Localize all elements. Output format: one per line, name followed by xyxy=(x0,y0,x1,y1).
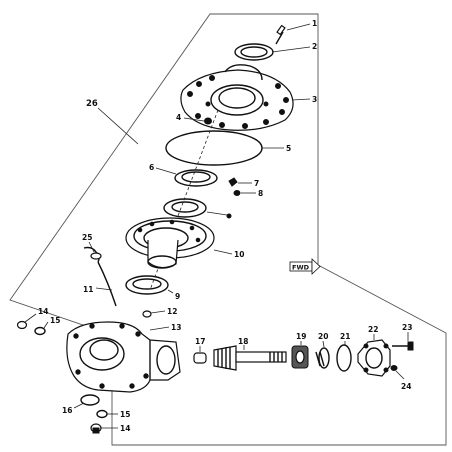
part-15-washer-lower xyxy=(96,409,108,419)
callout-26: 26 xyxy=(86,99,98,109)
callout-2: 2 xyxy=(312,42,317,51)
callout-17: 17 xyxy=(195,337,205,346)
callout-25: 25 xyxy=(82,233,92,242)
part-17-spacer xyxy=(193,352,207,364)
callout-14-upper: 14 xyxy=(38,307,48,316)
part-9-bearing-lower xyxy=(125,275,169,295)
part-19-bearing xyxy=(291,345,309,369)
callout-3: 3 xyxy=(312,95,317,104)
assembly-boundary xyxy=(9,13,447,446)
part-9-bearing-upper xyxy=(163,198,232,219)
part-8-nut xyxy=(233,190,241,196)
callout-11: 11 xyxy=(83,285,93,294)
part-5-o-ring xyxy=(165,130,263,166)
part-23-bolt xyxy=(392,341,414,351)
callout-8: 8 xyxy=(258,189,263,198)
callout-20: 20 xyxy=(318,332,328,341)
part-4-pin xyxy=(204,117,212,125)
part-21-o-ring xyxy=(336,344,352,372)
part-15-washer-upper xyxy=(34,326,46,336)
callout-23: 23 xyxy=(402,323,412,332)
callout-5: 5 xyxy=(286,144,291,153)
callout-7: 7 xyxy=(254,179,259,188)
callout-12: 12 xyxy=(167,307,177,316)
part-24-fastener xyxy=(390,365,398,371)
callout-14-lower: 14 xyxy=(120,424,130,433)
part-1-bolt xyxy=(275,24,286,45)
part-12-plug xyxy=(142,310,152,318)
part-16-seal xyxy=(80,394,100,406)
part-25-breather-fitting xyxy=(83,246,102,263)
callout-18: 18 xyxy=(238,337,248,346)
callout-4: 4 xyxy=(176,113,181,122)
part-7-bolt xyxy=(228,177,238,187)
part-2-seal xyxy=(234,43,274,61)
callout-22: 22 xyxy=(368,325,378,334)
fwd-arrow-icon xyxy=(289,258,321,275)
callout-16: 16 xyxy=(62,406,72,415)
part-13-gear-case xyxy=(66,321,181,393)
part-18-pinion-shaft xyxy=(213,345,287,371)
part-14-drain-plug-upper xyxy=(16,320,28,330)
callout-9: 9 xyxy=(175,292,180,301)
callout-15-lower: 15 xyxy=(120,410,130,419)
callout-24: 24 xyxy=(401,382,411,391)
callout-6: 6 xyxy=(149,163,154,172)
part-3-housing-cover xyxy=(180,64,294,131)
callout-19: 19 xyxy=(296,332,306,341)
part-14-drain-plug-lower xyxy=(90,423,102,434)
part-6-bearing xyxy=(174,169,218,187)
part-22-end-cap xyxy=(357,339,391,377)
callout-13: 13 xyxy=(171,323,181,332)
callout-15-upper: 15 xyxy=(50,316,60,325)
callout-1: 1 xyxy=(312,19,317,28)
callout-21: 21 xyxy=(340,332,350,341)
callout-10: 10 xyxy=(234,250,244,259)
part-20-circlip xyxy=(315,347,330,369)
part-11-breather-hose xyxy=(97,261,117,307)
part-10-ring-gear xyxy=(125,217,215,269)
fwd-label: FWD xyxy=(292,264,310,272)
